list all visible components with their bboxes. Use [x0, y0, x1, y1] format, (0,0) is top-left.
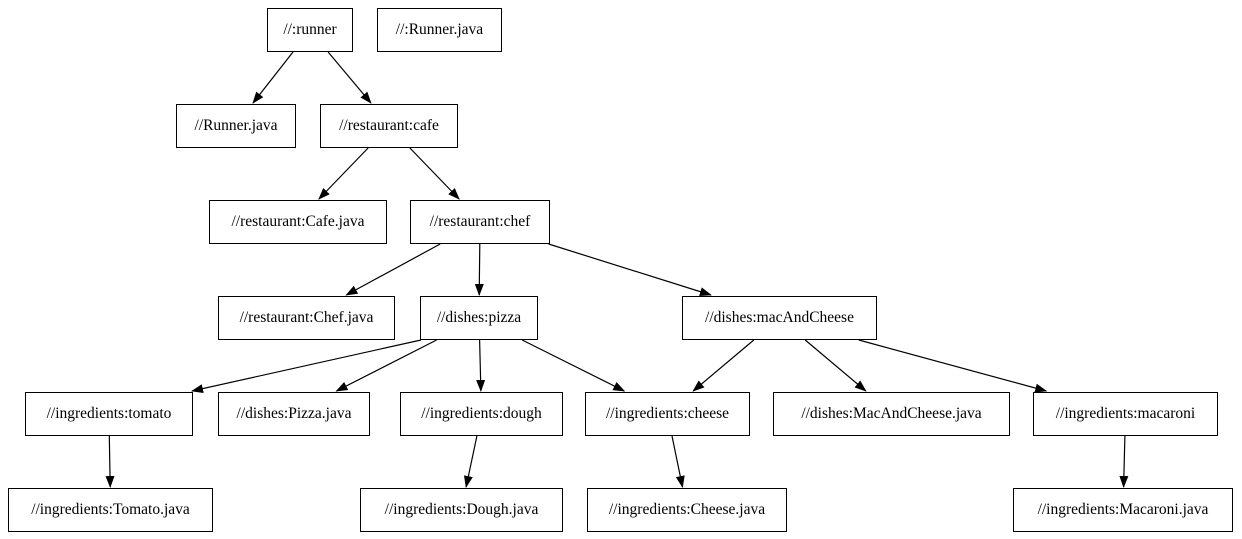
edge-macaroni-to-macaroni-java [1119, 435, 1129, 488]
graph-node-runner: //:runner [267, 8, 353, 52]
graph-node-label: //ingredients:Tomato.java [31, 501, 190, 519]
edge-chef-to-pizza [474, 243, 484, 296]
graph-node-label: //dishes:macAndCheese [705, 309, 854, 327]
edge-cheese-to-cheese-java [671, 435, 685, 488]
edge-cafe-to-chef [409, 147, 460, 200]
graph-node-label: //ingredients:tomato [46, 405, 172, 423]
graph-node-label: //ingredients:cheese [605, 405, 730, 423]
edge-pizza-to-cheese [521, 339, 626, 392]
graph-node-label: //restaurant:Chef.java [239, 309, 374, 327]
graph-node-label: //restaurant:chef [429, 213, 531, 231]
edge-mac-and-cheese-to-mac-and-cheese-java [804, 339, 867, 392]
graph-node-label: //:runner [283, 21, 337, 39]
graph-node-mac-and-cheese: //dishes:macAndCheese [682, 296, 877, 340]
graph-node-label: //restaurant:cafe [339, 117, 439, 135]
edge-cafe-to-cafe-java [318, 147, 369, 200]
graph-node-label: //dishes:pizza [436, 309, 522, 327]
graph-node-pizza: //dishes:pizza [420, 296, 538, 340]
graph-node-tomato: //ingredients:tomato [25, 392, 193, 436]
graph-node-cheese-java: //ingredients:Cheese.java [587, 488, 787, 532]
graph-node-runner-java-target: //:Runner.java [377, 8, 502, 52]
graph-node-chef-java: //restaurant:Chef.java [218, 296, 395, 340]
edge-pizza-to-pizza-java [335, 339, 437, 392]
edge-mac-and-cheese-to-cheese [692, 339, 755, 392]
graph-node-label: //restaurant:Cafe.java [231, 213, 365, 231]
edge-chef-to-mac-and-cheese [548, 243, 712, 296]
edge-pizza-to-dough [476, 339, 486, 392]
graph-node-chef: //restaurant:chef [410, 200, 550, 244]
graph-node-label: //:Runner.java [395, 21, 484, 39]
graph-node-runner-java: //Runner.java [176, 104, 296, 148]
graph-node-cheese: //ingredients:cheese [585, 392, 750, 436]
edge-chef-to-chef-java [345, 243, 441, 296]
graph-node-tomato-java: //ingredients:Tomato.java [8, 488, 213, 532]
graph-node-pizza-java: //dishes:Pizza.java [218, 392, 370, 436]
edge-dough-to-dough-java [463, 435, 478, 488]
graph-node-macaroni: //ingredients:macaroni [1033, 392, 1218, 436]
graph-node-cafe: //restaurant:cafe [320, 104, 458, 148]
edge-mac-and-cheese-to-macaroni [858, 339, 1048, 393]
edge-runner-to-runner-java [252, 51, 294, 104]
graph-node-label: //dishes:Pizza.java [236, 405, 352, 423]
graph-node-cafe-java: //restaurant:Cafe.java [209, 200, 387, 244]
edge-tomato-to-tomato-java [105, 435, 115, 488]
graph-node-label: //Runner.java [194, 117, 278, 135]
graph-node-label: //ingredients:Macaroni.java [1037, 501, 1209, 519]
graph-node-label: //ingredients:macaroni [1055, 405, 1196, 423]
graph-node-mac-and-cheese-java: //dishes:MacAndCheese.java [773, 392, 1010, 436]
edge-runner-to-cafe [327, 51, 372, 104]
graph-node-dough-java: //ingredients:Dough.java [360, 488, 563, 532]
graph-node-label: //ingredients:Dough.java [384, 501, 539, 519]
graph-node-label: //dishes:MacAndCheese.java [801, 405, 982, 423]
graph-node-label: //ingredients:dough [421, 405, 542, 423]
graph-node-label: //ingredients:Cheese.java [608, 501, 766, 519]
graph-node-dough: //ingredients:dough [400, 392, 563, 436]
graph-node-macaroni-java: //ingredients:Macaroni.java [1013, 488, 1233, 532]
edge-pizza-to-tomato [191, 339, 422, 394]
